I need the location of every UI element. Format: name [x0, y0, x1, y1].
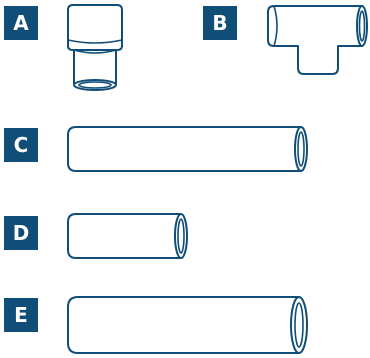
label-e-badge: E — [4, 298, 38, 332]
label-b-badge: B — [203, 6, 237, 40]
pipe-c-icon — [67, 126, 308, 172]
label-a-badge: A — [4, 6, 38, 40]
reducer-bushing-icon — [67, 4, 123, 91]
pipe-e-icon — [67, 296, 308, 354]
pipe-d-icon — [67, 213, 188, 259]
label-c-badge: C — [4, 128, 38, 162]
label-d-badge: D — [4, 216, 38, 250]
tee-fitting-icon — [267, 5, 368, 75]
